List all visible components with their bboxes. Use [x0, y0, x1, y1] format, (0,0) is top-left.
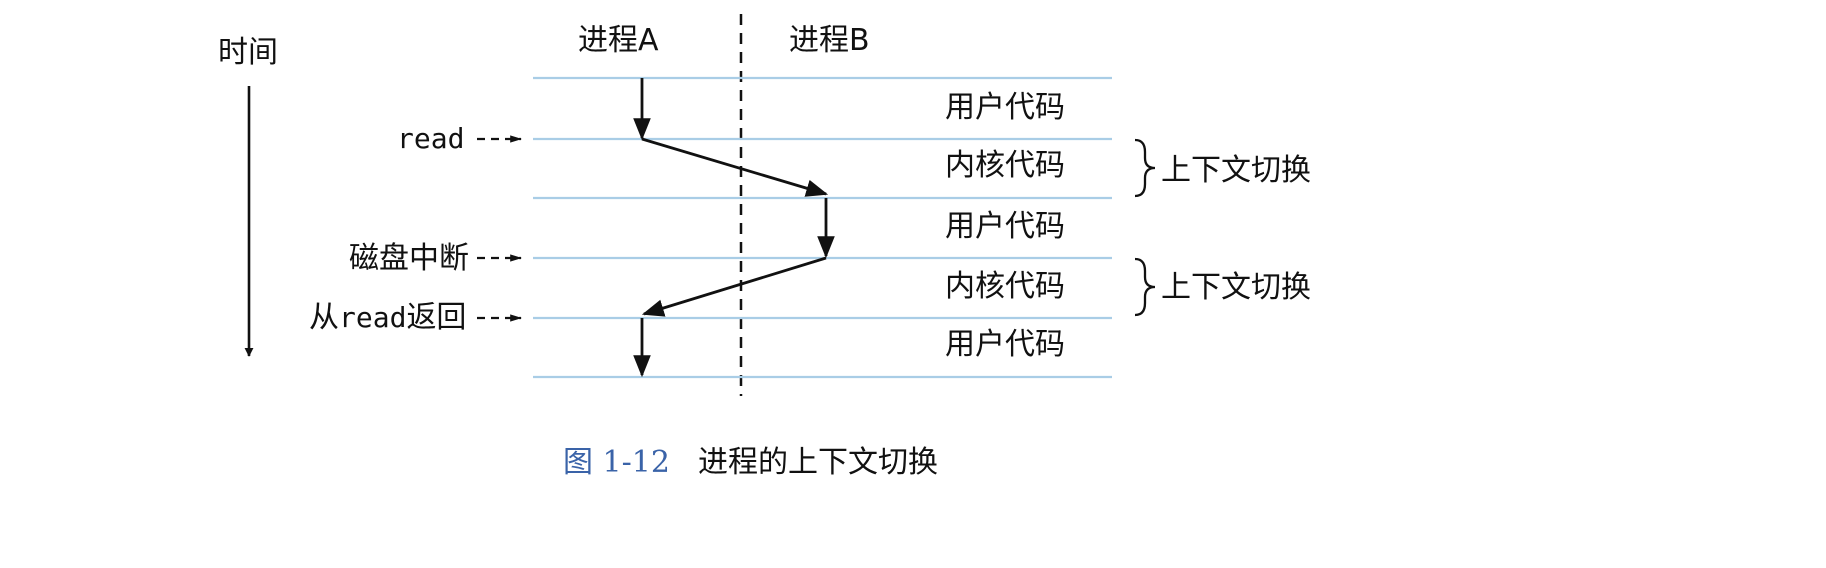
- event-return-mono: read: [339, 301, 406, 334]
- segment-user-code-2: 用户代码: [945, 209, 1065, 244]
- event-disk-interrupt-label: 磁盘中断: [349, 241, 469, 276]
- segment-kernel-code-1: 内核代码: [945, 148, 1065, 183]
- flow-arrow-switch-to-b: [641, 137, 829, 197]
- context-switch-brace-1: [1134, 138, 1156, 198]
- process-b-label: 进程B: [789, 23, 870, 58]
- context-switch-label-2: 上下文切换: [1161, 270, 1311, 305]
- process-a-label: 进程A: [578, 23, 659, 58]
- event-return-suffix: 返回: [406, 300, 466, 335]
- time-axis-label: 时间: [218, 35, 278, 70]
- flow-arrow-switch-to-a: [641, 256, 827, 317]
- context-switch-label-1: 上下文切换: [1161, 153, 1311, 188]
- segment-user-code-1: 用户代码: [945, 90, 1065, 125]
- event-return-prefix: 从: [309, 300, 339, 335]
- event-return-label: 从read返回: [309, 300, 466, 335]
- event-read-label: read: [397, 122, 464, 155]
- context-switch-brace-2: [1134, 257, 1156, 317]
- segment-kernel-code-2: 内核代码: [945, 269, 1065, 304]
- figure-number: 图 1-12: [563, 445, 670, 480]
- segment-user-code-3: 用户代码: [945, 327, 1065, 362]
- figure-title: 进程的上下文切换: [698, 445, 938, 480]
